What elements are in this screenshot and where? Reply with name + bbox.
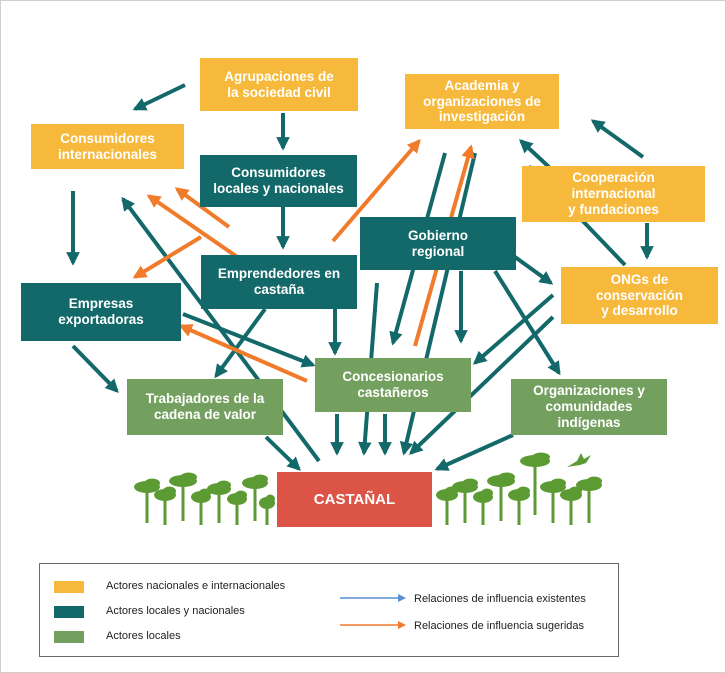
node-gobierno-regional: Gobierno regional [360,217,516,270]
arrow-concesionarios-to-empresas-orange-2 [178,324,308,383]
arrow-empresas-to-trabajadores [71,344,119,393]
arrow-cooperacion-to-academia [519,139,551,169]
legend-label-nacionales: Actores nacionales e internacionales [106,580,286,592]
legend-arrow-suggested-icon [340,621,406,629]
legend-label-suggested: Relaciones de influencia sugeridas [414,620,584,632]
arrow-gobierno-to-ongs [513,255,554,285]
node-consumidores-internacionales: Consumidores internacionales [31,124,184,169]
node-ongs: ONGs de conservación y desarrollo [561,267,718,324]
node-emprendedores: Emprendedores en castaña [201,255,357,309]
legend-swatch-locales [54,631,84,643]
arrow-trabajadores-to-castanal [264,435,301,471]
node-empresas-exportadoras: Empresas exportadoras [21,283,181,341]
arrow-emprendedores-to-academia-orange [331,138,421,243]
node-consumidores-locales: Consumidores locales y nacionales [200,155,357,207]
arrow-gobierno-to-organizaciones [493,269,561,376]
forest-illustration-left [134,472,276,525]
legend-label-existing: Relaciones de influencia existentes [414,593,586,605]
node-castanal: CASTAÑAL [277,472,432,527]
arrow-agrupaciones-to-consumidores-int [132,83,186,111]
arrow-emprendedores-to-empresas-orange [132,235,203,279]
arrow-emprendedores-to-consumidores-int [174,187,231,229]
legend-swatch-nacionales [54,581,84,593]
legend-label-locales-nacionales: Actores locales y nacionales [106,605,245,617]
arrow-cooperacion-to-academia-top [590,119,645,159]
node-concesionarios: Concesionarios castañeros [315,358,471,412]
arrow-ongs-to-castanal [409,315,555,455]
node-cooperacion: Cooperación internacional y fundaciones [522,166,705,222]
legend-label-locales: Actores locales [106,630,181,642]
arrow-ongs-to-concesionarios [472,293,555,365]
node-trabajadores: Trabajadores de la cadena de valor [127,379,283,435]
legend-swatch-locales-nacionales [54,606,84,618]
node-organizaciones-indigenas: Organizaciones y comunidades indígenas [511,379,667,435]
arrow-organizaciones-to-castanal [434,433,514,471]
forest-illustration-right [436,452,602,525]
legend: Actores nacionales e internacionales Act… [39,563,619,657]
bird-icon [567,453,591,467]
arrow-emprendedores-to-trabajadores [214,307,267,379]
arrow-empresas-to-concesionarios [182,312,316,368]
node-agrupaciones: Agrupaciones de la sociedad civil [200,58,358,111]
legend-arrow-existing-icon [340,594,406,602]
node-academia: Academia y organizaciones de investigaci… [405,74,559,129]
